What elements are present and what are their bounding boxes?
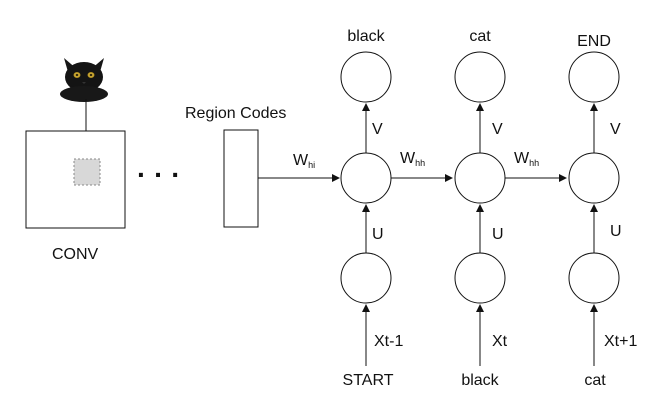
output-node-1 xyxy=(340,51,392,103)
output-node-3 xyxy=(568,51,620,103)
ellipsis: · · · xyxy=(137,159,181,190)
cat-photo xyxy=(58,50,110,102)
hidden-node-1 xyxy=(340,152,392,204)
rnn-column-2: cat V U Xt black xyxy=(454,28,508,389)
rnn-column-1: black V U Xt-1 START xyxy=(340,28,403,389)
hidden-node-2 xyxy=(454,152,506,204)
u-label-3: U xyxy=(610,223,622,240)
hidden-node-3 xyxy=(568,152,620,204)
u-label-1: U xyxy=(372,226,384,243)
v-label-3: V xyxy=(610,121,621,138)
output-node-2 xyxy=(454,51,506,103)
input-label-3: Xt+1 xyxy=(604,333,637,350)
input-word-1: START xyxy=(343,372,394,389)
region-codes-box xyxy=(223,129,259,228)
conv-box xyxy=(25,130,126,229)
whh-label-2: Whh xyxy=(514,150,539,168)
conv-receptive-field xyxy=(73,158,101,186)
v-label-2: V xyxy=(492,121,503,138)
output-word-3: END xyxy=(577,33,611,50)
whi-label: Whi xyxy=(293,152,315,170)
input-label-2: Xt xyxy=(492,333,508,350)
input-word-3: cat xyxy=(584,372,606,389)
v-label-1: V xyxy=(372,121,383,138)
whh-label-1: Whh xyxy=(400,150,425,168)
u-label-2: U xyxy=(492,226,504,243)
rnn-column-3: END V U Xt+1 cat xyxy=(568,33,637,389)
region-codes-label: Region Codes xyxy=(185,105,286,122)
output-word-1: black xyxy=(347,28,385,45)
input-node-1 xyxy=(340,252,392,304)
output-word-2: cat xyxy=(469,28,491,45)
input-node-3 xyxy=(568,252,620,304)
input-node-2 xyxy=(454,252,506,304)
conv-label: CONV xyxy=(52,246,99,263)
input-label-1: Xt-1 xyxy=(374,333,403,350)
input-word-2: black xyxy=(461,372,499,389)
